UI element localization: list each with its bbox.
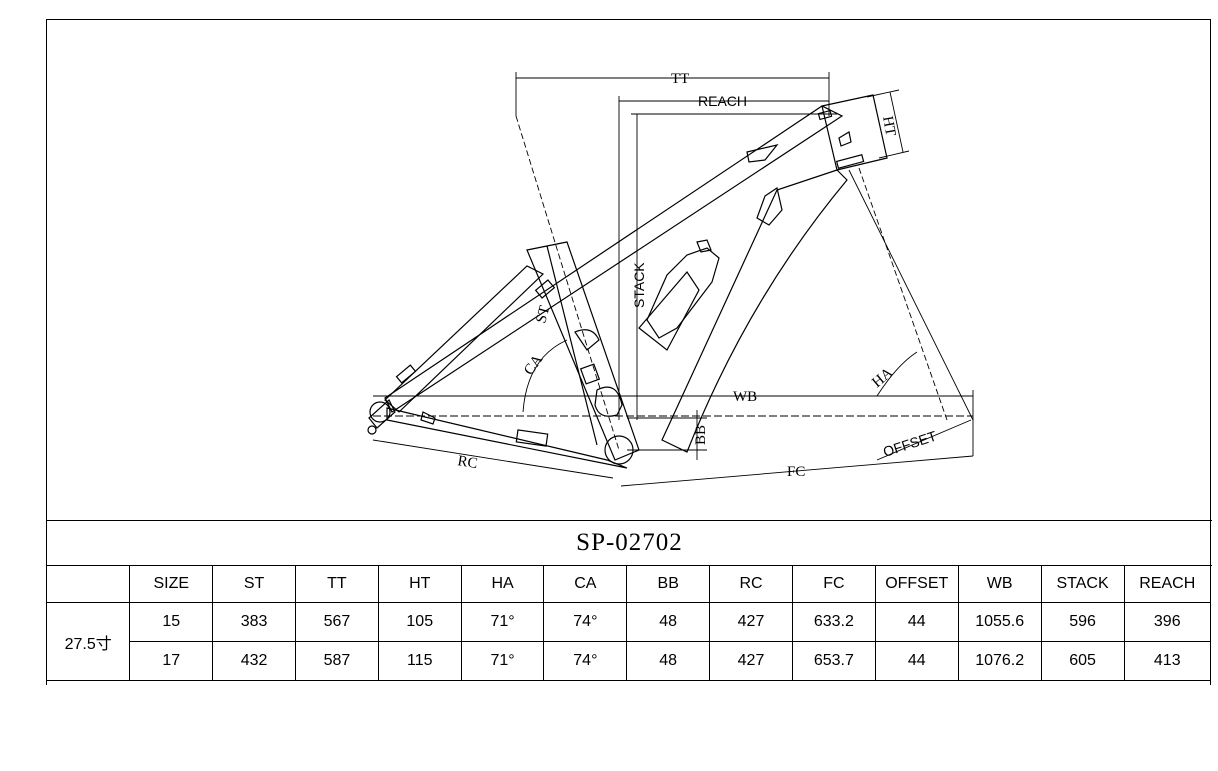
label-offset: OFFSET <box>881 427 939 459</box>
table-cell: 74° <box>543 602 628 642</box>
table-cell: 74° <box>543 641 628 681</box>
table-cell: 44 <box>874 641 959 681</box>
table-cell: 1055.6 <box>957 602 1042 642</box>
label-wb: WB <box>733 389 757 405</box>
header-cell: HT <box>377 566 462 603</box>
table-cell: 653.7 <box>791 641 876 681</box>
header-cell: WB <box>957 566 1042 603</box>
table-cell: 605 <box>1040 641 1125 681</box>
label-ha: HA <box>869 365 896 391</box>
table-cell: 105 <box>377 602 462 642</box>
top-tube <box>384 105 844 413</box>
header-cell <box>47 566 131 603</box>
table-cell: 396 <box>1123 602 1210 642</box>
header-cell: ST <box>212 566 296 603</box>
head-tube <box>817 94 888 171</box>
table-cell: 587 <box>295 641 379 681</box>
table-cell: 413 <box>1123 641 1210 681</box>
frame-geometry-drawing: TT REACH HT STACK ST CA WB HA BB RC FC O… <box>367 71 974 487</box>
table-cell: 71° <box>460 602 545 642</box>
label-bb: BB <box>693 425 709 445</box>
label-fc: FC <box>787 464 805 480</box>
table-cell: 71° <box>460 641 545 681</box>
table-cell: 48 <box>626 602 711 642</box>
table-cell: 427 <box>709 641 793 681</box>
label-rc: RC <box>456 453 478 472</box>
chain-stay <box>386 407 628 469</box>
header-cell: SIZE <box>129 566 214 603</box>
table-cell: 427 <box>709 602 793 642</box>
geometry-table: SIZE ST TT HT HA CA BB RC FC OFFSET WB S… <box>47 566 1210 681</box>
table-cell: 567 <box>295 602 379 642</box>
geometry-sheet: TT REACH HT STACK ST CA WB HA BB RC FC O… <box>46 19 1212 685</box>
table-cell: 383 <box>212 602 296 642</box>
table-cell: 1076.2 <box>957 641 1042 681</box>
table-row: 17 432 587 115 71° 74° 48 427 653.7 44 1… <box>47 641 1210 681</box>
down-tube <box>661 144 848 453</box>
table-cell: 44 <box>874 602 959 642</box>
table-row: 27.5寸 15 383 567 105 71° 74° 48 427 633.… <box>47 602 1210 681</box>
seat-tube <box>526 241 640 461</box>
header-cell: HA <box>460 566 545 603</box>
header-cell: OFFSET <box>874 566 959 603</box>
label-tt: TT <box>671 71 689 87</box>
header-cell: TT <box>295 566 379 603</box>
table-cell: 17 <box>129 641 214 681</box>
label-st: ST <box>533 304 553 325</box>
rear-dropout <box>367 399 396 435</box>
header-cell: FC <box>791 566 876 603</box>
table-cell: 633.2 <box>791 602 876 642</box>
header-cell: BB <box>626 566 711 603</box>
table-cell: 48 <box>626 641 711 681</box>
header-cell: RC <box>709 566 793 603</box>
table-cell: 115 <box>377 641 462 681</box>
label-ca: CA <box>521 352 546 378</box>
label-reach: REACH <box>698 93 747 109</box>
table-cell: 432 <box>212 641 296 681</box>
label-ht: HT <box>879 115 898 137</box>
table-header-row: SIZE ST TT HT HA CA BB RC FC OFFSET WB S… <box>47 566 1210 603</box>
wheel-size-cell: 27.5寸 <box>47 602 131 681</box>
model-number: SP-02702 <box>47 520 1212 566</box>
header-cell: REACH <box>1123 566 1210 603</box>
header-cell: STACK <box>1040 566 1125 603</box>
table-cell: 15 <box>129 602 214 642</box>
water-bottle <box>638 239 720 351</box>
seat-stay <box>384 265 556 413</box>
header-cell: CA <box>543 566 628 603</box>
label-stack: STACK <box>631 262 647 308</box>
table-cell: 596 <box>1040 602 1125 642</box>
